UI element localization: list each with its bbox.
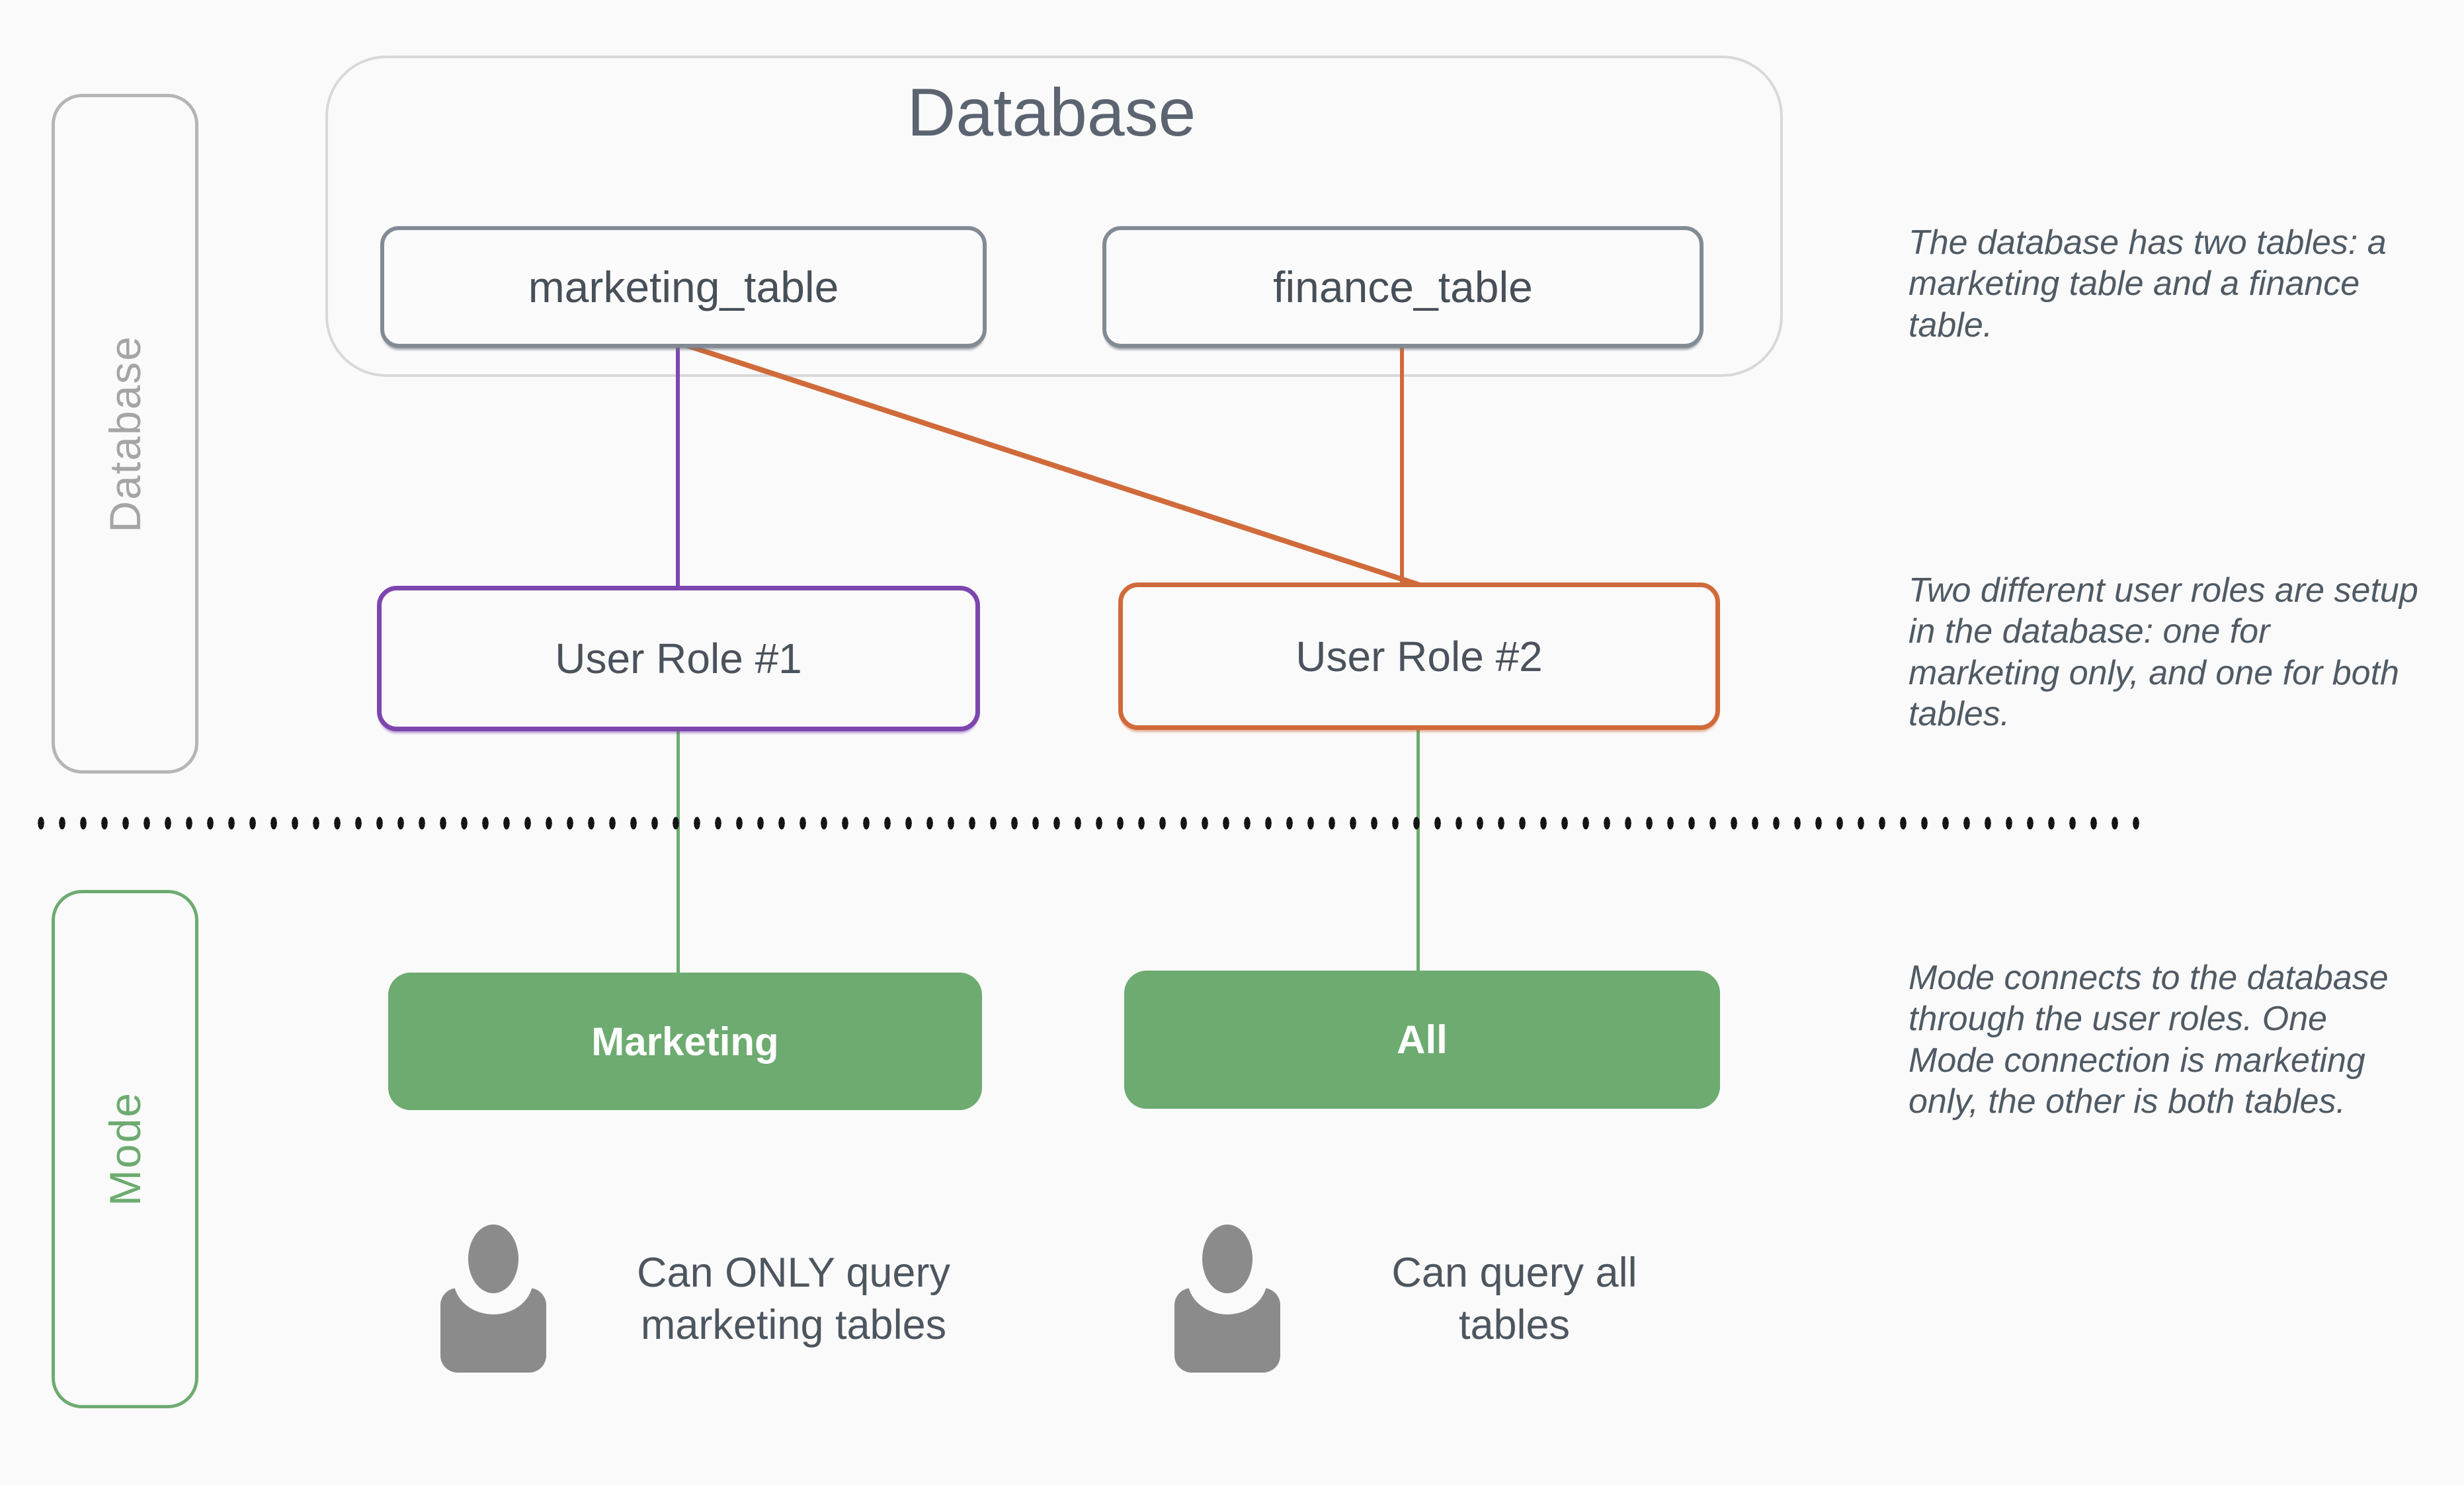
annotation-line: Mode connection is marketing [1909, 1041, 2365, 1080]
annotation-line: table. [1909, 305, 1993, 344]
all-connection-label: All [1397, 1018, 1448, 1062]
user-role-1-label: User Role #1 [555, 635, 802, 682]
finance-to-role2-line [1400, 341, 1404, 584]
annotation-line: The database has two tables: a [1909, 223, 2387, 262]
caption-line: tables [1458, 1302, 1571, 1349]
marketing-table-label: marketing_table [528, 262, 839, 311]
user-role-1-box: User Role #1 [377, 586, 980, 731]
annotation-line: marketing only, and one for both [1909, 653, 2399, 692]
database-title: Database [907, 75, 1196, 150]
database-section-label: Database [101, 335, 149, 533]
mode-section-label: Mode [101, 1092, 149, 1207]
mode-connections-annotation: Mode connects to the database through th… [1909, 957, 2464, 1123]
caption-line: Can ONLY query [637, 1250, 950, 1296]
database-container [325, 56, 1783, 377]
caption-line: marketing tables [640, 1302, 947, 1349]
annotation-line: tables. [1909, 695, 2010, 734]
person-icon [1163, 1224, 1292, 1378]
user-role-2-label: User Role #2 [1295, 632, 1543, 680]
role1-permission-caption: Can ONLY query marketing tables [582, 1247, 1005, 1352]
marketing-table-box: marketing_table [380, 226, 987, 348]
marketing-connection-label: Marketing [591, 1019, 779, 1064]
section-divider-dotted-line [30, 816, 2149, 830]
annotation-line: Mode connects to the database [1909, 959, 2389, 997]
marketing-to-role2-line [682, 342, 1422, 588]
role2-to-all-connection-line [1417, 721, 1420, 971]
annotation-line: Two different user roles are setup [1909, 571, 2418, 610]
person-icon [429, 1224, 558, 1378]
caption-line: Can query all [1391, 1250, 1637, 1296]
all-connection-button: All [1124, 971, 1720, 1109]
annotation-line: marketing table and a finance [1909, 264, 2360, 303]
mode-section-tag: Mode [52, 890, 198, 1408]
role2-permission-caption: Can query all tables [1316, 1247, 1713, 1352]
database-annotation: The database has two tables: a marketing… [1909, 222, 2464, 346]
database-section-tag: Database [52, 94, 198, 774]
annotation-line: in the database: one for [1909, 612, 2270, 651]
marketing-to-role1-line [676, 341, 680, 586]
finance-table-box: finance_table [1102, 226, 1704, 348]
annotation-line: only, the other is both tables. [1909, 1082, 2346, 1121]
annotation-line: through the user roles. One [1909, 1000, 2328, 1039]
marketing-connection-button: Marketing [388, 973, 982, 1110]
user-roles-annotation: Two different user roles are setup in th… [1909, 570, 2464, 735]
finance-table-label: finance_table [1273, 262, 1533, 311]
user-role-2-box: User Role #2 [1118, 582, 1720, 730]
role1-to-marketing-connection-line [677, 722, 680, 973]
